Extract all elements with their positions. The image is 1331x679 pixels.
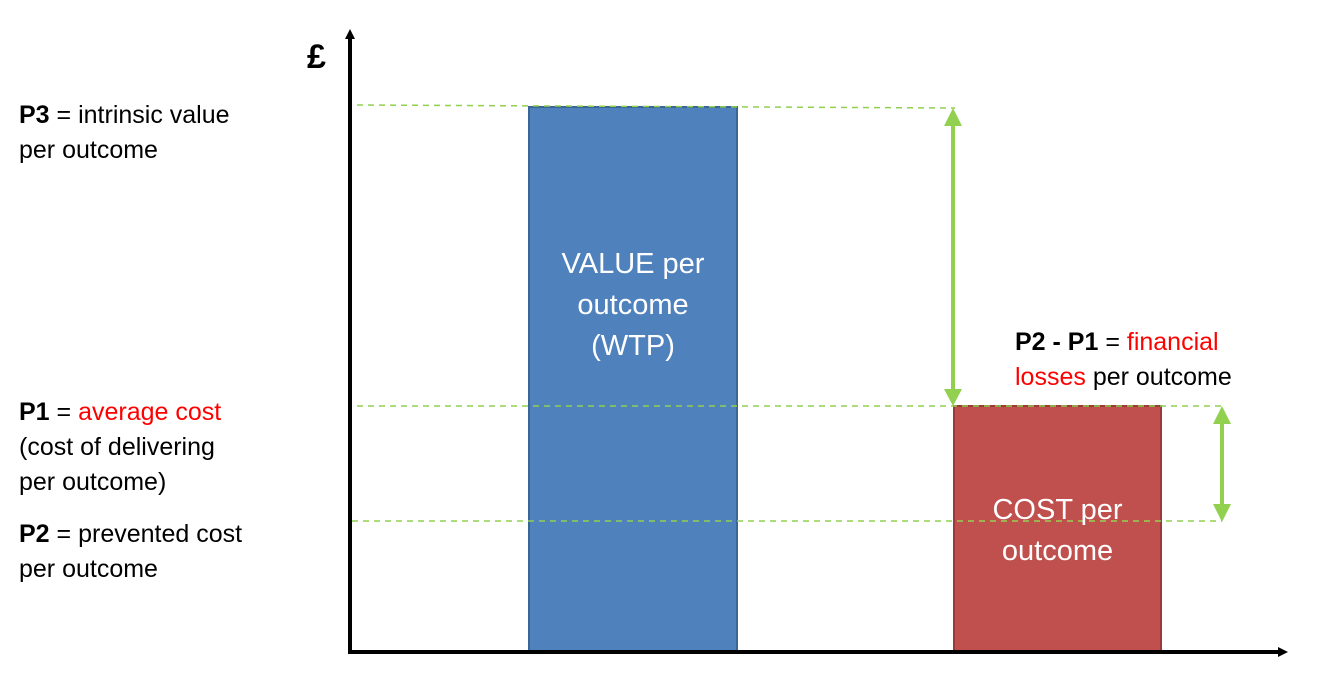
losses-arrow — [1213, 406, 1231, 522]
p1-line3: per outcome) — [19, 468, 167, 496]
cost-bar — [953, 405, 1162, 653]
p1-eq: = — [49, 398, 79, 426]
cost-bar-label: COST per outcome — [954, 490, 1161, 572]
p2-label: P2 = prevented cost per outcome — [19, 517, 242, 587]
value-bar-label: VALUE per outcome (WTP) — [529, 244, 737, 367]
losses-highlight2: losses — [1015, 363, 1086, 391]
losses-rest: per outcome — [1085, 363, 1232, 391]
y-axis-symbol: £ — [307, 38, 326, 76]
p2-line2: per outcome — [19, 555, 158, 583]
p1-key: P1 — [19, 398, 50, 426]
p3-line2: per outcome — [19, 136, 158, 164]
p3-guide-line — [356, 104, 956, 109]
p2-key: P2 — [19, 520, 50, 548]
losses-label: P2 - P1 = financial losses per outcome — [1015, 325, 1232, 395]
value-bar-line1: VALUE per — [561, 248, 705, 280]
p3-label: P3 = intrinsic value per outcome — [19, 98, 230, 168]
value-bar-line3: (WTP) — [591, 330, 675, 362]
p1-line2: (cost of delivering — [19, 433, 215, 461]
value-bar-line2: outcome — [577, 289, 689, 321]
value-gap-arrow — [944, 108, 962, 406]
losses-highlight1: financial — [1126, 328, 1219, 356]
p1-highlight: average cost — [78, 398, 222, 426]
p3-key: P3 — [19, 101, 50, 129]
p1-label: P1 = average cost (cost of delivering pe… — [19, 395, 221, 500]
losses-key: P2 - P1 — [1015, 328, 1099, 356]
value-bar — [528, 106, 738, 653]
p2-eq: = prevented cost — [49, 520, 243, 548]
losses-eq: = — [1098, 328, 1127, 356]
cost-bar-line2: outcome — [1001, 535, 1114, 567]
cost-bar-line1: COST per — [992, 494, 1123, 526]
p3-eq: = intrinsic value — [49, 101, 230, 129]
